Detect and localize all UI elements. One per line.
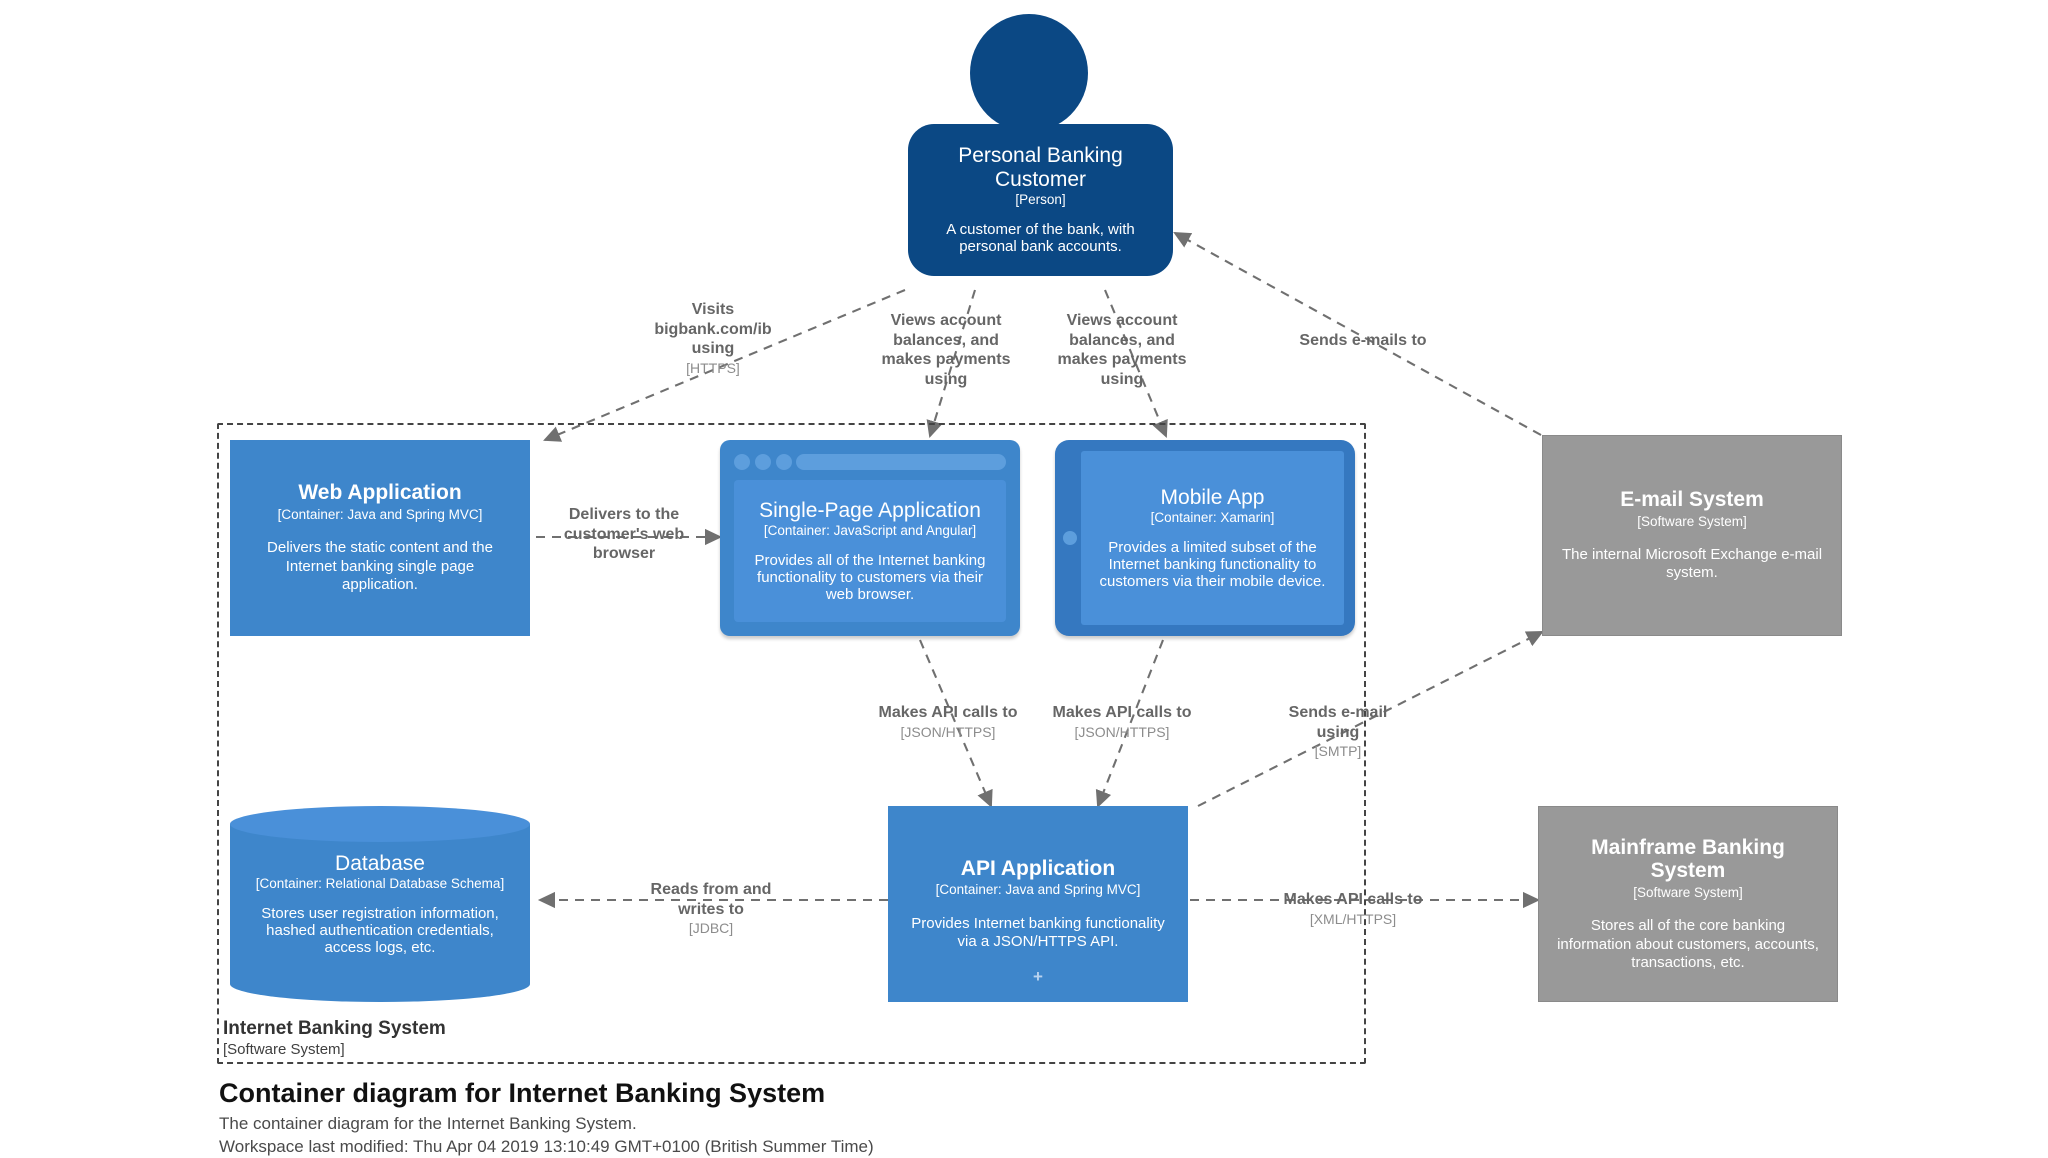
node-mobile-app[interactable]: Mobile App [Container: Xamarin] Provides… bbox=[1055, 440, 1355, 636]
browser-dot-icon bbox=[755, 454, 771, 470]
diagram-subtitle: The container diagram for the Internet B… bbox=[219, 1114, 637, 1134]
edge-label-text: Visits bigbank.com/ib using bbox=[654, 301, 772, 358]
edge-label-r5: Delivers to the customer's web browser bbox=[543, 505, 705, 565]
node-name: Mobile App bbox=[1160, 486, 1265, 509]
node-type: [Person] bbox=[1015, 192, 1066, 207]
node-type: [Container: JavaScript and Angular] bbox=[763, 523, 977, 538]
cylinder-body bbox=[230, 824, 530, 984]
edge-label-text: Sends e-mail using bbox=[1288, 704, 1388, 741]
edge-label-r1: Visits bigbank.com/ib using [HTTPS] bbox=[638, 300, 788, 376]
node-api-application[interactable]: API Application [Container: Java and Spr… bbox=[888, 806, 1188, 1002]
node-name: Single-Page Application bbox=[759, 499, 981, 522]
boundary-label: Internet Banking System [Software System… bbox=[223, 1018, 643, 1060]
tablet-home-button-icon bbox=[1063, 531, 1077, 545]
node-type: [Software System] bbox=[1633, 884, 1743, 900]
node-name: Web Application bbox=[298, 481, 462, 505]
node-mainframe-banking-system[interactable]: Mainframe Banking System [Software Syste… bbox=[1538, 806, 1838, 1002]
node-name: Mainframe Banking System bbox=[1591, 835, 1785, 883]
edge-label-text: Makes API calls to bbox=[878, 704, 1018, 721]
node-database[interactable]: Database [Container: Relational Database… bbox=[230, 806, 530, 1002]
internet-banking-system-boundary bbox=[217, 423, 1366, 1064]
node-single-page-application[interactable]: Single-Page Application [Container: Java… bbox=[720, 440, 1020, 636]
node-description: Stores user registration information, ha… bbox=[261, 905, 499, 956]
edge-label-tech: [SMTP] bbox=[1314, 743, 1362, 760]
person-head-icon bbox=[970, 14, 1088, 132]
edge-label-tech: [HTTPS] bbox=[686, 359, 740, 376]
diagram-title: Container diagram for Internet Banking S… bbox=[219, 1078, 826, 1108]
browser-dot-icon bbox=[734, 454, 750, 470]
edge-label-r10: Makes API calls to [XML/HTTPS] bbox=[1258, 890, 1448, 927]
browser-dot-icon bbox=[776, 454, 792, 470]
edge-label-tech: [JSON/HTTPS] bbox=[900, 723, 996, 740]
node-name: Database bbox=[335, 852, 425, 875]
node-personal-banking-customer[interactable]: Personal Banking Customer [Person] A cus… bbox=[908, 14, 1173, 276]
cylinder-top bbox=[230, 806, 530, 842]
edge-label-text: Views account balances, and makes paymen… bbox=[1057, 312, 1187, 388]
edge-label-text: Delivers to the customer's web browser bbox=[563, 506, 685, 563]
node-name: E-mail System bbox=[1620, 488, 1764, 512]
node-description: Stores all of the core banking informati… bbox=[1557, 917, 1819, 972]
expand-plus-icon[interactable]: + bbox=[1033, 967, 1043, 986]
node-email-system[interactable]: E-mail System [Software System] The inte… bbox=[1542, 435, 1842, 636]
edge-label-r9: Reads from and writes to [JDBC] bbox=[628, 880, 794, 937]
edge-label-text: Makes API calls to bbox=[1283, 891, 1423, 908]
edge-label-r4: Sends e-mails to bbox=[1258, 331, 1468, 352]
edge-label-r2: Views account balances, and makes paymen… bbox=[872, 311, 1020, 390]
edge-label-text: Sends e-mails to bbox=[1299, 332, 1427, 349]
node-name: API Application bbox=[960, 856, 1116, 880]
node-name: Personal Banking Customer bbox=[958, 144, 1123, 191]
node-type: [Container: Xamarin] bbox=[1150, 510, 1275, 525]
edge-label-text: Reads from and writes to bbox=[650, 881, 772, 918]
edge-label-tech: [JSON/HTTPS] bbox=[1074, 723, 1170, 740]
browser-address-bar bbox=[796, 454, 1006, 470]
node-type: [Container: Java and Spring MVC] bbox=[277, 507, 483, 523]
diagram-last-modified: Workspace last modified: Thu Apr 04 2019… bbox=[219, 1136, 874, 1156]
node-description: Provides a limited subset of the Interne… bbox=[1099, 539, 1326, 590]
boundary-type: [Software System] bbox=[223, 1040, 345, 1058]
diagram-caption: Container diagram for Internet Banking S… bbox=[219, 1077, 1719, 1158]
edge-label-text: Makes API calls to bbox=[1052, 704, 1192, 721]
node-description: Delivers the static content and the Inte… bbox=[267, 539, 493, 594]
node-type: [Container: Relational Database Schema] bbox=[255, 876, 505, 891]
browser-screen: Single-Page Application [Container: Java… bbox=[734, 480, 1006, 622]
edge-label-r7: Makes API calls to [JSON/HTTPS] bbox=[1042, 703, 1202, 740]
node-description: The internal Microsoft Exchange e-mail s… bbox=[1561, 546, 1823, 582]
person-body: Personal Banking Customer [Person] A cus… bbox=[908, 124, 1173, 276]
node-description: A customer of the bank, with personal ba… bbox=[946, 221, 1135, 255]
node-description: Provides Internet banking functionality … bbox=[911, 914, 1165, 950]
edge-label-tech: [JDBC] bbox=[688, 920, 734, 937]
edge-label-r6: Makes API calls to [JSON/HTTPS] bbox=[868, 703, 1028, 740]
tablet-screen: Mobile App [Container: Xamarin] Provides… bbox=[1081, 451, 1344, 625]
edge-label-text: Views account balances, and makes paymen… bbox=[881, 312, 1011, 388]
node-type: [Software System] bbox=[1637, 513, 1747, 529]
edge-label-tech: [XML/HTTPS] bbox=[1309, 910, 1397, 927]
node-description: Provides all of the Internet banking fun… bbox=[754, 552, 986, 603]
edge-label-r8: Sends e-mail using [SMTP] bbox=[1268, 703, 1408, 760]
node-type: [Container: Java and Spring MVC] bbox=[935, 882, 1141, 898]
node-web-application[interactable]: Web Application [Container: Java and Spr… bbox=[230, 440, 530, 636]
edge-label-r3: Views account balances, and makes paymen… bbox=[1048, 311, 1196, 390]
boundary-name: Internet Banking System bbox=[223, 1018, 446, 1039]
cylinder-text: Database [Container: Relational Database… bbox=[230, 806, 530, 1002]
browser-chrome bbox=[734, 452, 1006, 472]
